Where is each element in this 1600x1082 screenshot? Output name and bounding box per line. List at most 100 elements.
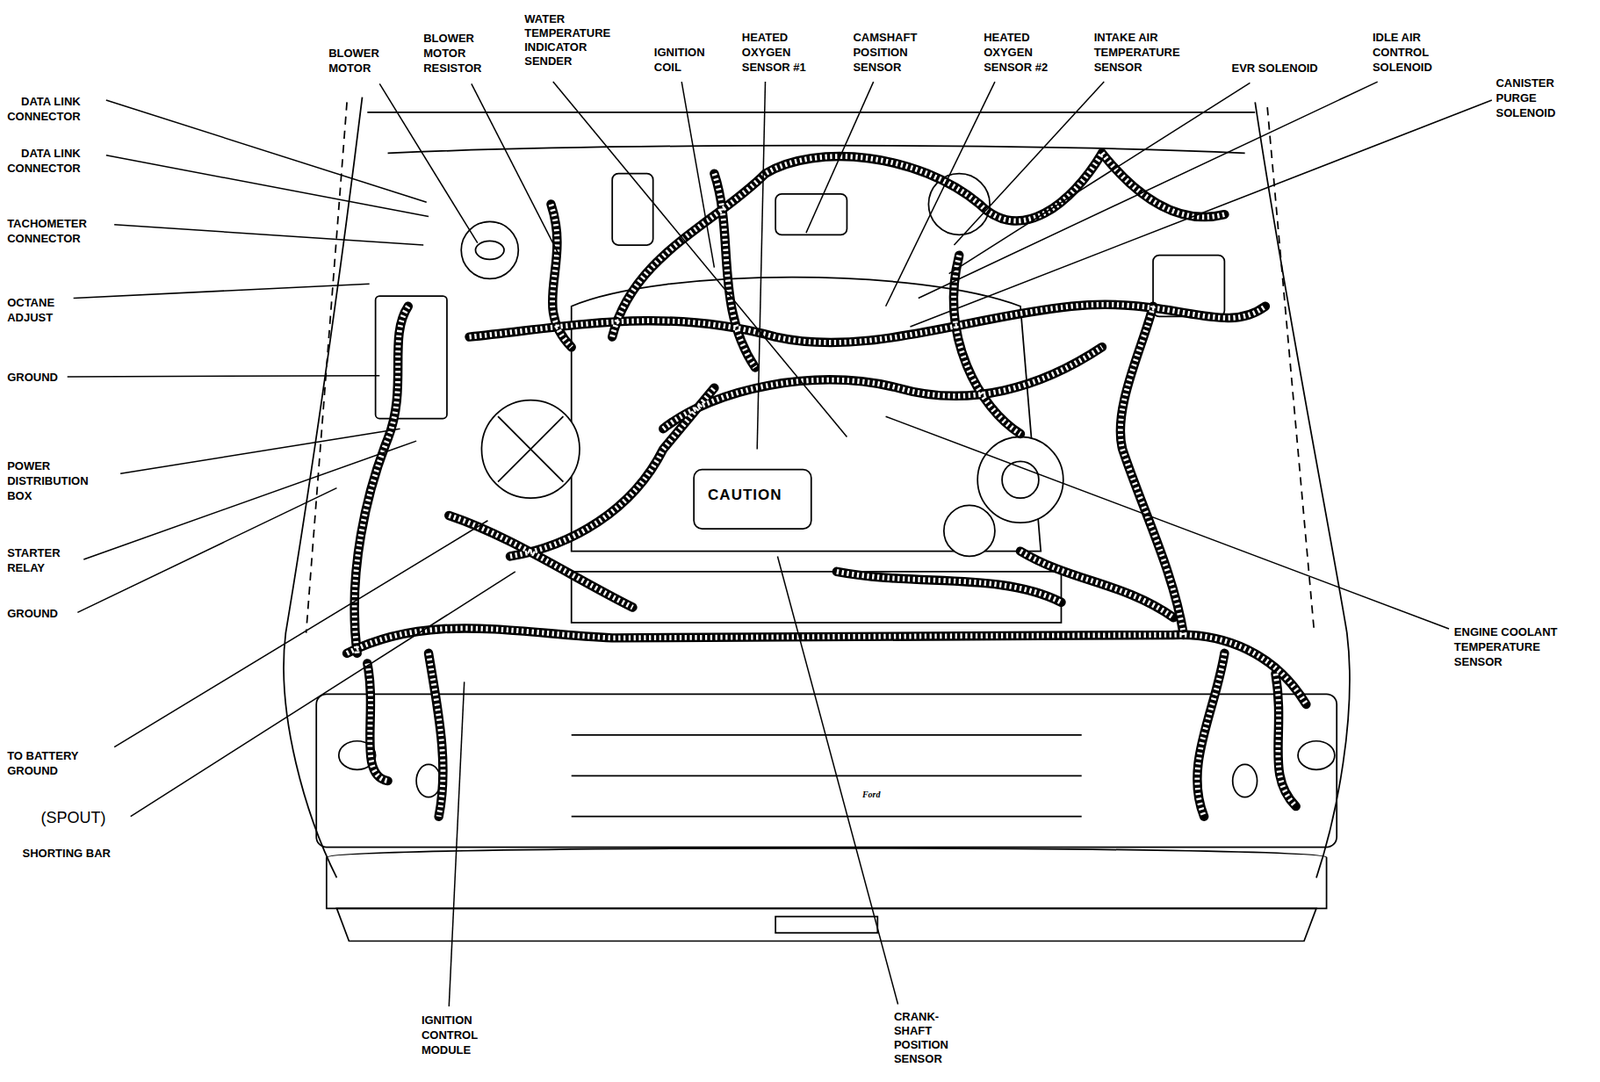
body-outline-item xyxy=(1267,107,1314,633)
engine-parts-item xyxy=(775,194,847,235)
leader-lines-item xyxy=(886,81,995,307)
leader-lines-item xyxy=(130,571,516,817)
engine-parts-item xyxy=(475,240,505,260)
label-anchor: CAMSHAFT POSITION SENSOR xyxy=(852,29,917,75)
callout-label: CRANK- SHAFT POSITION SENSOR xyxy=(893,1009,949,1067)
leader-lines-item xyxy=(73,283,370,298)
label-anchor: CRANK- SHAFT POSITION SENSOR xyxy=(893,1009,949,1067)
leader-lines-item xyxy=(114,224,424,246)
callout-label: OCTANE ADJUST xyxy=(7,295,55,325)
callout-label: (SPOUT) xyxy=(40,807,106,828)
engine-parts xyxy=(375,173,1226,623)
label-anchor: STARTER RELAY xyxy=(7,545,60,576)
callout-label: CANISTER PURGE SOLENOID xyxy=(1495,75,1556,121)
engine-parts-item xyxy=(977,436,1064,523)
body-outline-item xyxy=(416,763,441,797)
label-anchor: SHORTING BAR xyxy=(22,845,111,861)
body-outline-item xyxy=(306,101,347,633)
callout-label: DATA LINK CONNECTOR xyxy=(7,93,81,124)
callout-label: SHORTING BAR xyxy=(22,845,111,861)
engine-parts-item xyxy=(375,295,447,419)
label-anchor: TACHOMETER CONNECTOR xyxy=(7,216,87,246)
leader-lines-item xyxy=(114,520,488,748)
callout-label: POWER DISTRIBUTION BOX xyxy=(7,458,88,504)
leader-lines-item xyxy=(909,100,1492,327)
callout-label: EVR SOLENOID xyxy=(1232,60,1319,76)
callout-label: GROUND xyxy=(7,605,58,621)
body-outline-item xyxy=(1232,763,1258,797)
callout-label: IGNITION COIL xyxy=(654,44,706,75)
body-outline-item xyxy=(571,735,1082,817)
body-outline-item xyxy=(1254,101,1350,878)
body-outline-item xyxy=(316,693,1337,847)
callout-label: IGNITION CONTROL MODULE xyxy=(421,1012,478,1058)
label-anchor: GROUND xyxy=(7,369,58,385)
label-anchor: EVR SOLENOID xyxy=(1232,60,1319,76)
callout-label: BLOWER MOTOR xyxy=(328,45,380,76)
leader-lines xyxy=(67,81,1492,1007)
callout-label: TO BATTERY GROUND xyxy=(7,748,79,779)
leader-lines-item xyxy=(918,81,1378,298)
body-outline xyxy=(283,97,1350,942)
label-anchor: IGNITION CONTROL MODULE xyxy=(421,1012,478,1058)
leader-lines-item xyxy=(448,681,464,1007)
callout-label: CAMSHAFT POSITION SENSOR xyxy=(852,29,917,75)
engine-parts-item xyxy=(481,400,580,499)
body-outline-item xyxy=(336,908,1317,941)
leader-lines-item xyxy=(777,555,898,1004)
leader-lines-item xyxy=(471,83,560,255)
callout-label: ENGINE COOLANT TEMPERATURE SENSOR xyxy=(1454,624,1558,670)
callout-label: DATA LINK CONNECTOR xyxy=(7,145,81,176)
callout-label: IDLE AIR CONTROL SOLENOID xyxy=(1372,29,1433,75)
label-anchor: IGNITION COIL xyxy=(654,44,706,75)
leader-lines-item xyxy=(806,81,874,233)
leader-lines-item xyxy=(756,81,765,449)
leader-lines-item xyxy=(67,375,381,377)
leader-lines-item xyxy=(681,81,714,267)
label-anchor: Ford xyxy=(862,789,881,800)
engine-parts-item xyxy=(944,504,995,556)
engine-parts-item xyxy=(612,173,653,246)
body-outline-item xyxy=(283,97,362,879)
leader-lines-item xyxy=(949,82,1251,274)
leader-lines-item xyxy=(553,81,848,437)
label-anchor: TO BATTERY GROUND xyxy=(7,748,79,779)
leader-lines-item xyxy=(120,428,400,474)
wiring-harness xyxy=(346,152,1306,816)
label-anchor: BLOWER MOTOR xyxy=(328,45,380,76)
label-anchor: (SPOUT) xyxy=(40,807,106,828)
leader-lines-item xyxy=(77,488,337,613)
leader-lines-item xyxy=(106,155,429,217)
label-anchor: POWER DISTRIBUTION BOX xyxy=(7,458,88,504)
leader-lines-item xyxy=(83,440,417,560)
label-anchor: ENGINE COOLANT TEMPERATURE SENSOR xyxy=(1454,624,1558,670)
callout-label: BLOWER MOTOR RESISTOR xyxy=(423,30,482,76)
label-anchor: CANISTER PURGE SOLENOID xyxy=(1495,75,1556,121)
body-outline-item xyxy=(775,916,878,934)
body-outline-item xyxy=(1297,741,1335,771)
body-outline-item xyxy=(367,111,1255,114)
wiring-harness-loom xyxy=(346,152,1306,816)
label-anchor: GROUND xyxy=(7,605,58,621)
label-anchor: BLOWER MOTOR RESISTOR xyxy=(423,30,482,76)
callout-label: INTAKE AIR TEMPERATURE SENSOR xyxy=(1094,29,1181,75)
warning-text: CAUTION xyxy=(706,486,784,505)
leader-lines-item xyxy=(886,416,1449,629)
callout-label: WATER TEMPERATURE INDICATOR SENDER xyxy=(524,12,611,69)
label-anchor: INTAKE AIR TEMPERATURE SENSOR xyxy=(1094,29,1181,75)
label-anchor: HEATED OXYGEN SENSOR #2 xyxy=(983,29,1048,75)
label-anchor: IDLE AIR CONTROL SOLENOID xyxy=(1372,29,1433,75)
body-outline-item xyxy=(326,848,1327,909)
label-anchor: DATA LINK CONNECTOR xyxy=(7,93,81,124)
engine-parts-item xyxy=(693,469,812,529)
callout-label: HEATED OXYGEN SENSOR #2 xyxy=(983,29,1048,75)
leader-lines-item xyxy=(379,83,478,243)
logo-text: Ford xyxy=(862,789,881,800)
engine-parts-item xyxy=(497,416,563,482)
label-anchor: HEATED OXYGEN SENSOR #1 xyxy=(742,29,807,75)
label-anchor: OCTANE ADJUST xyxy=(7,295,55,325)
callout-label: GROUND xyxy=(7,369,58,385)
callout-label: STARTER RELAY xyxy=(7,545,60,576)
